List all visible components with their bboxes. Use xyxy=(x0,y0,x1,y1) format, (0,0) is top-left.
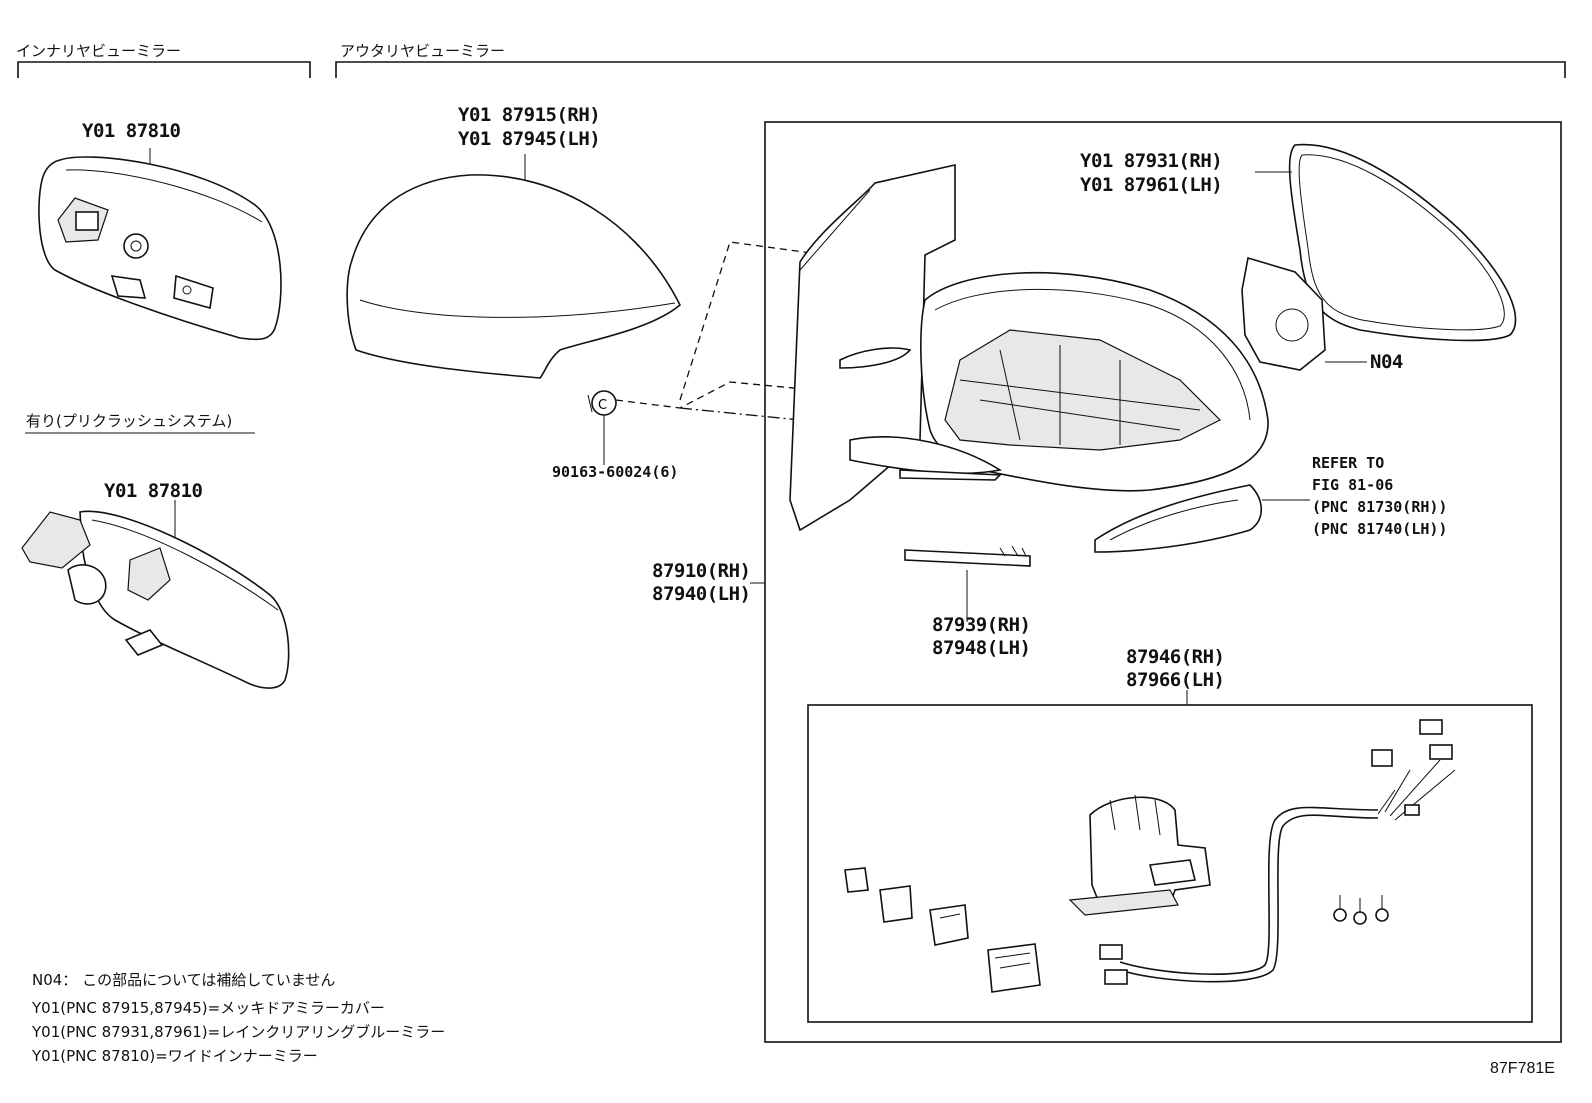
part-label-visor-lh[interactable]: 87948(LH) xyxy=(932,637,1031,659)
motor-frame xyxy=(807,704,1533,1023)
note-n04: N04： この部品については補給していません xyxy=(32,971,336,989)
refer-line-3: (PNC 81730(RH)) xyxy=(1312,498,1448,516)
motor-drawing xyxy=(1068,794,1211,916)
small-parts-drawing xyxy=(844,867,1041,993)
section-bracket-outer xyxy=(335,61,1566,78)
part-label-inner-mirror-precrash[interactable]: Y01 87810 xyxy=(104,480,203,502)
part-label-assy-rh[interactable]: 87910(RH) xyxy=(652,560,751,582)
part-label-clip[interactable]: 90163-60024(6) xyxy=(552,463,679,481)
part-label-mirror-glass-lh[interactable]: Y01 87961(LH) xyxy=(1080,174,1223,196)
mirror-housing-drawing xyxy=(789,164,1269,532)
part-label-n04[interactable]: N04 xyxy=(1370,351,1403,373)
part-label-cover-lh[interactable]: Y01 87945(LH) xyxy=(458,128,601,150)
section-bracket-inner xyxy=(17,61,311,78)
refer-line-1: REFER TO xyxy=(1312,454,1385,472)
figure-code: 87F781E xyxy=(1490,1060,1555,1077)
turn-signal-drawing xyxy=(1094,484,1310,553)
svg-text:C: C xyxy=(598,398,607,413)
mirror-glass-drawing xyxy=(1255,143,1517,342)
mirror-plate-drawing xyxy=(1241,256,1367,371)
note-cover: Y01(PNC 87915,87945)=メッキドアミラーカバー xyxy=(32,999,385,1017)
part-label-mirror-glass-rh[interactable]: Y01 87931(RH) xyxy=(1080,150,1223,172)
section-label-inner-mirror: インナリヤビューミラー xyxy=(16,42,182,60)
inner-mirror-precrash-drawing xyxy=(21,500,290,689)
clip-drawing: C xyxy=(587,390,617,465)
part-label-motor-lh[interactable]: 87966(LH) xyxy=(1126,669,1225,691)
part-label-inner-mirror[interactable]: Y01 87810 xyxy=(82,120,181,142)
mirror-cover-drawing xyxy=(346,154,681,379)
section-label-outer-mirror: アウタリヤビューミラー xyxy=(340,42,506,60)
part-label-assy-lh[interactable]: 87940(LH) xyxy=(652,583,751,605)
part-label-cover-rh[interactable]: Y01 87915(RH) xyxy=(458,104,601,126)
harness-drawing xyxy=(1099,719,1456,985)
section-label-precrash: 有り(プリクラッシュシステム) xyxy=(26,412,233,430)
refer-line-4: (PNC 81740(LH)) xyxy=(1312,520,1448,538)
refer-line-2[interactable]: FIG 81-06 xyxy=(1312,476,1394,494)
note-mirror-glass: Y01(PNC 87931,87961)=レインクリアリングブルーミラー xyxy=(32,1023,446,1041)
part-label-motor-rh[interactable]: 87946(RH) xyxy=(1126,646,1225,668)
screws-drawing xyxy=(1333,895,1389,925)
assembly-frame xyxy=(764,121,1562,1043)
note-inner-mirror: Y01(PNC 87810)=ワイドインナーミラー xyxy=(32,1047,318,1065)
part-label-visor-rh[interactable]: 87939(RH) xyxy=(932,614,1031,636)
inner-mirror-drawing xyxy=(38,148,282,341)
visor-strip-drawing xyxy=(904,545,1031,622)
